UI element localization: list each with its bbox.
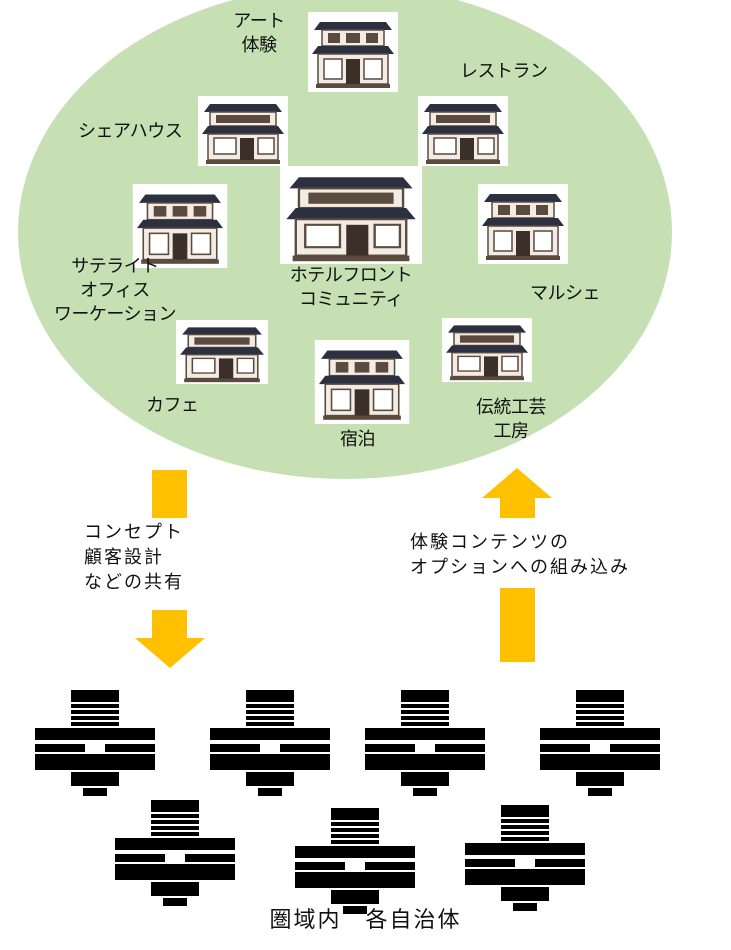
label-craft-line1: 伝統工芸 <box>476 397 547 418</box>
down-arrow <box>135 470 205 668</box>
label-satellite-line2: オフィス <box>80 280 150 301</box>
house-marche-icon <box>478 184 568 264</box>
label-art-line1: アート <box>233 11 285 32</box>
label-craft: 伝統工芸 工房 <box>456 396 566 444</box>
municipality-building-icon <box>365 690 485 796</box>
house-craft-icon <box>442 318 532 382</box>
municipality-building-icon <box>115 800 235 906</box>
label-hotel: ホテルフロント コミュニティ <box>280 264 422 312</box>
label-art: アート 体験 <box>224 10 294 58</box>
up-arrow <box>482 468 552 662</box>
down-caption-line3: などの共有 <box>84 572 184 593</box>
house-cafe-icon <box>176 320 268 384</box>
down-caption-line2: 顧客設計 <box>84 547 164 568</box>
down-arrow-caption: コンセプト 顧客設計 などの共有 <box>84 520 184 595</box>
label-hotel-line1: ホテルフロント <box>289 265 413 286</box>
label-restaurant: レストラン <box>460 61 548 82</box>
municipality-building-icon <box>465 805 585 911</box>
house-hotel-icon <box>280 166 422 264</box>
label-marche: マルシェ <box>530 283 601 304</box>
label-craft-line2: 工房 <box>493 421 530 442</box>
label-hotel-line2: コミュニティ <box>299 289 403 310</box>
label-sharehouse: シェアハウス <box>78 121 183 142</box>
up-caption-line1: 体験コンテンツの <box>410 532 570 553</box>
footer-label: 圏域内 各自治体 <box>269 908 462 933</box>
up-arrow-caption: 体験コンテンツの オプションへの組み込み <box>410 530 630 580</box>
up-caption-line2: オプションへの組み込み <box>410 557 630 578</box>
municipality-building-icon <box>35 690 155 796</box>
house-sharehouse-icon <box>198 96 288 166</box>
municipality-building-icon <box>295 808 415 914</box>
label-art-line2: 体験 <box>241 35 278 56</box>
house-restaurant-icon <box>418 96 508 166</box>
house-art-icon <box>308 12 398 92</box>
municipality-building-icon <box>210 690 330 796</box>
municipality-building-icon <box>540 690 660 796</box>
label-satellite-line1: サテライト <box>71 256 159 277</box>
label-satellite-line3: ワーケーション <box>53 304 177 325</box>
down-caption-line1: コンセプト <box>84 522 184 543</box>
label-cafe: カフェ <box>146 395 199 416</box>
label-stay: 宿泊 <box>340 429 376 450</box>
label-satellite: サテライト オフィス ワーケーション <box>20 255 210 327</box>
house-stay-icon <box>312 340 412 424</box>
